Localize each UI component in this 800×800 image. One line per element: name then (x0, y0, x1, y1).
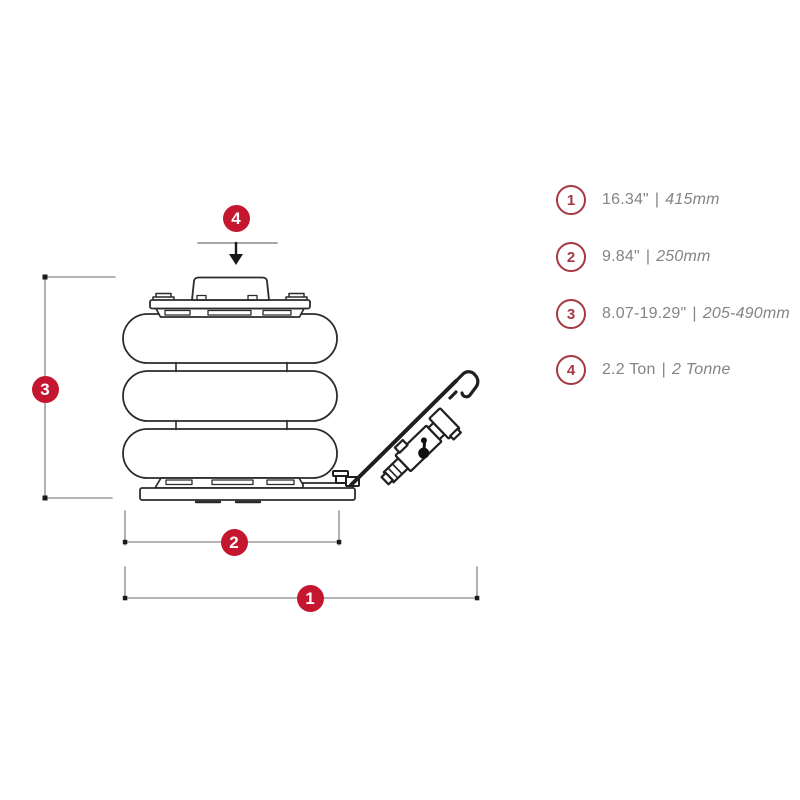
bellows-connectors (175, 361, 288, 431)
handle-rod (349, 379, 458, 487)
callout-badge-1: 1 (296, 584, 324, 612)
control-valve (380, 407, 462, 486)
base-plate (139, 482, 356, 504)
saddle-block (191, 276, 270, 301)
legend-number-circle: 1 (556, 185, 586, 215)
legend-value: 16.34" | 415mm (602, 191, 720, 209)
metric-value: 205-490mm (702, 305, 790, 322)
imperial-value: 16.34" (602, 191, 649, 208)
legend-number: 4 (566, 361, 576, 379)
legend-value: 8.07-19.29" | 205-490mm (602, 305, 790, 323)
imperial-value: 8.07-19.29" (602, 305, 687, 322)
callout-number: 1 (305, 588, 315, 608)
legend-row-1: 1 16.34" | 415mm (556, 185, 720, 215)
callout-badge-2: 2 (220, 528, 248, 556)
imperial-value: 2.2 Ton (602, 361, 656, 378)
imperial-value: 9.84" (602, 248, 640, 265)
load-point-pointer (197, 241, 278, 265)
air-bellows (122, 313, 338, 479)
callout-badge-4: 4 (222, 204, 250, 232)
legend-value: 9.84" | 250mm (602, 248, 711, 266)
overall-length-dimension-markers (122, 595, 480, 601)
valve-lever-knob (418, 437, 430, 459)
legend-number: 3 (566, 305, 576, 323)
upper-rim (155, 307, 305, 318)
legend-number: 1 (566, 191, 576, 209)
value-separator: | (654, 191, 660, 208)
base-width-dimension-markers (122, 539, 342, 545)
legend-number: 2 (566, 248, 576, 266)
metric-value: 415mm (665, 191, 720, 208)
metric-value: 250mm (656, 248, 711, 265)
legend-number-circle: 2 (556, 242, 586, 272)
callout-number: 4 (231, 208, 241, 228)
legend-number-circle: 4 (556, 355, 586, 385)
legend-row-4: 4 2.2 Ton | 2 Tonne (556, 355, 731, 385)
callout-number: 2 (229, 532, 239, 552)
value-separator: | (645, 248, 651, 265)
legend-number-circle: 3 (556, 299, 586, 329)
value-separator: | (661, 361, 666, 378)
legend-row-3: 3 8.07-19.29" | 205-490mm (556, 299, 790, 329)
handle-hook (448, 370, 480, 400)
lower-rim (154, 477, 306, 489)
height-dimension-markers (42, 274, 48, 501)
callout-badge-3: 3 (31, 375, 59, 403)
legend-value: 2.2 Ton | 2 Tonne (602, 361, 731, 379)
legend-row-2: 2 9.84" | 250mm (556, 242, 711, 272)
value-separator: | (692, 305, 697, 322)
metric-value: 2 Tonne (671, 361, 731, 378)
down-arrow-icon (229, 254, 243, 265)
callout-number: 3 (40, 379, 50, 399)
